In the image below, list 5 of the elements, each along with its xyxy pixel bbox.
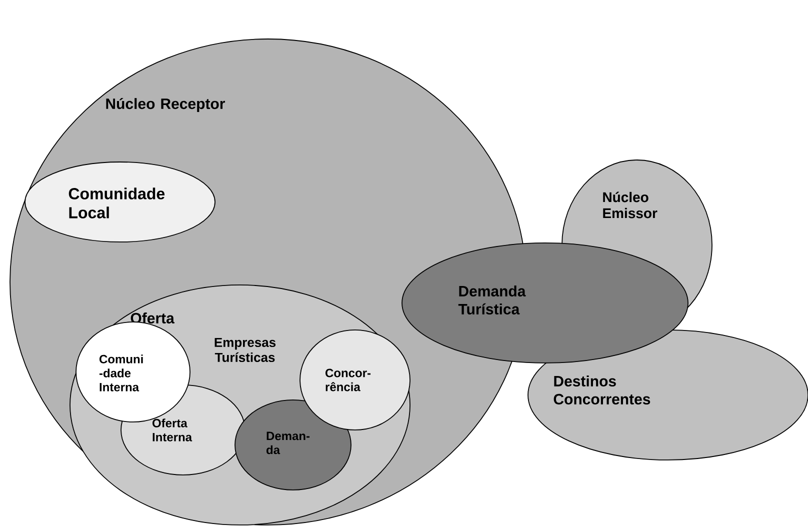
ellipse-region: Deman- da xyxy=(234,400,352,490)
ellipse-region: Destinos Concorrentes xyxy=(528,330,808,460)
ellipse-region: Demanda Turística xyxy=(402,242,688,364)
ellipse-region: Comunidade Local xyxy=(24,162,216,242)
ellipse-region: Concor- rência xyxy=(300,330,410,430)
